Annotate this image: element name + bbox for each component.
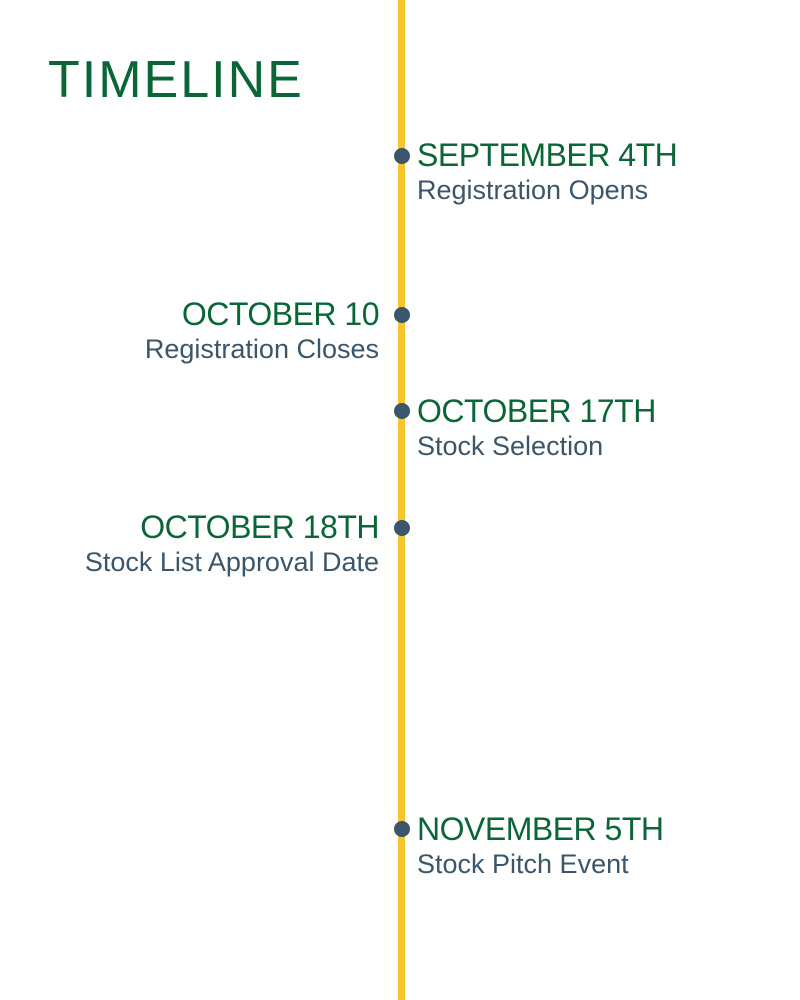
timeline-event: NOVEMBER 5TH Stock Pitch Event (417, 811, 664, 881)
event-date: OCTOBER 18TH (140, 509, 379, 545)
event-description: Registration Opens (417, 175, 649, 205)
event-description: Stock Pitch Event (417, 849, 629, 879)
timeline-dot (394, 403, 410, 419)
timeline-dot (394, 821, 410, 837)
event-date: OCTOBER 10 (181, 296, 380, 332)
page-title: TIMELINE (48, 51, 304, 109)
timeline-axis (398, 0, 405, 1000)
event-description: Registration Closes (144, 334, 379, 364)
event-description: Stock Selection (417, 431, 604, 461)
event-description: Stock List Approval Date (84, 547, 379, 577)
event-date: SEPTEMBER 4TH (417, 137, 678, 173)
timeline-event: SEPTEMBER 4TH Registration Opens (417, 137, 678, 207)
event-date: OCTOBER 17TH (417, 393, 656, 429)
timeline-dot (394, 520, 410, 536)
timeline-event: OCTOBER 10 Registration Closes (144, 296, 380, 366)
timeline-event: OCTOBER 17TH Stock Selection (417, 393, 656, 463)
timeline-event: OCTOBER 18TH Stock List Approval Date (84, 509, 380, 579)
timeline-dot (394, 307, 410, 323)
event-date: NOVEMBER 5TH (417, 811, 664, 847)
timeline-dot (394, 148, 410, 164)
